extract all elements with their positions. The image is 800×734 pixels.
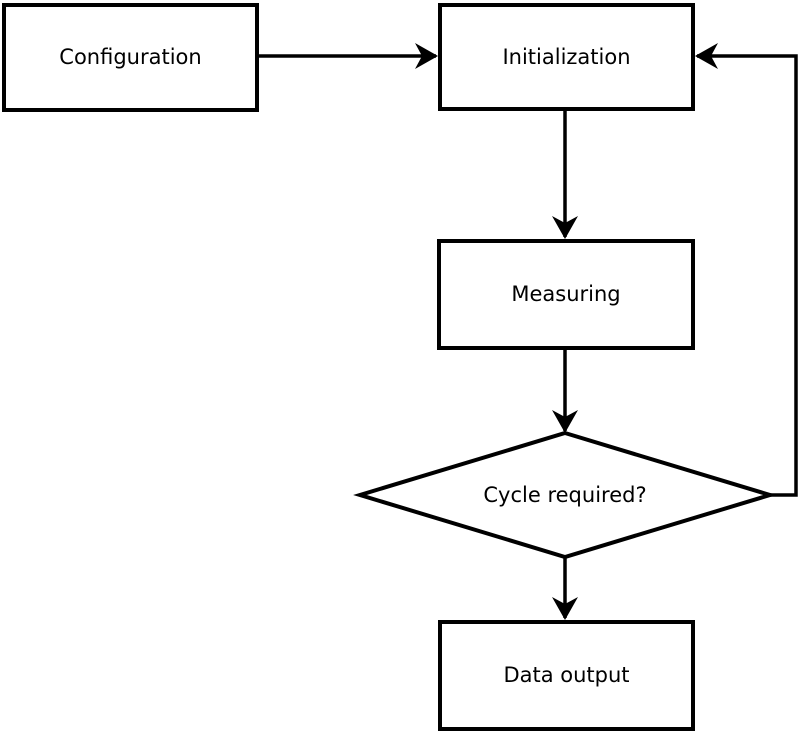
node-configuration-label: Configuration	[59, 45, 202, 69]
node-initialization-label: Initialization	[502, 44, 631, 69]
node-initialization: Initialization	[438, 3, 695, 111]
arrowhead-into-initialization-right	[695, 43, 718, 69]
edge-cycle-required-loop-back	[697, 54, 798, 497]
node-configuration: Configuration	[2, 3, 259, 112]
node-measuring: Measuring	[437, 239, 695, 350]
arrowhead-into-measuring	[552, 216, 578, 239]
decision-diamond-shape	[353, 430, 777, 560]
arrowhead-into-initialization-left	[415, 43, 438, 69]
node-data-output: Data output	[438, 620, 695, 731]
node-data-output-label: Data output	[503, 663, 630, 687]
node-measuring-label: Measuring	[511, 282, 621, 306]
arrowhead-into-diamond	[552, 410, 578, 433]
arrowhead-into-data-output	[552, 597, 578, 620]
